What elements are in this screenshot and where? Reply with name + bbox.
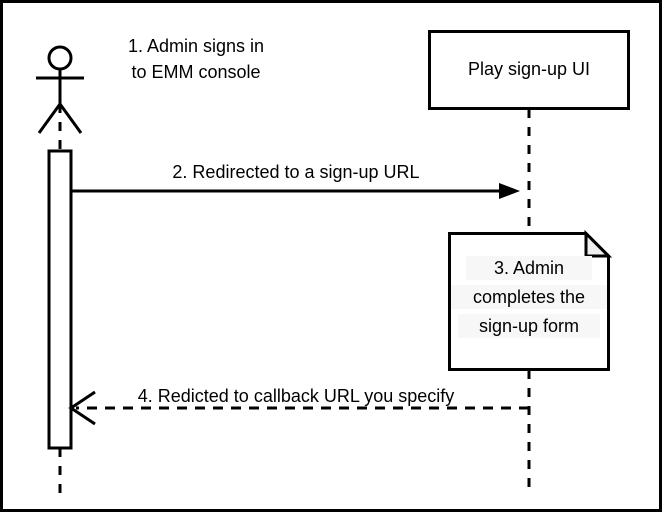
actor-leg-right-line [58,103,83,134]
note-label-line-1: 3. Admin [494,258,564,278]
message-4-arrow [68,390,529,426]
actor-admin[interactable] [36,45,84,134]
message-1-label-line-1: 1. Admin signs in [128,36,264,56]
participant-box-play-signup-ui[interactable] [428,30,630,110]
actor-leg-left-line [37,103,62,134]
note-text-highlight-1 [466,256,592,280]
note-text-highlight-3 [458,314,600,338]
note-text-highlight-2 [451,285,607,309]
admin-activation-bar [47,149,73,450]
message-4-arrowhead-icon [68,390,96,426]
actor-head-icon [47,45,73,71]
message-2-label: 2. Redirected to a sign-up URL [172,162,419,182]
message-2-arrowhead-icon [499,183,520,199]
note-fold-corner-icon [584,229,613,258]
note-label-line-2: completes the [473,287,585,307]
message-1-label-line-2: to EMM console [131,62,260,82]
message-4-label: 4. Redicted to callback URL you specify [138,386,455,406]
participant-label-play-signup-ui: Play sign-up UI [468,59,590,79]
note-label-line-3: sign-up form [479,316,579,336]
message-2-arrow [71,183,520,199]
